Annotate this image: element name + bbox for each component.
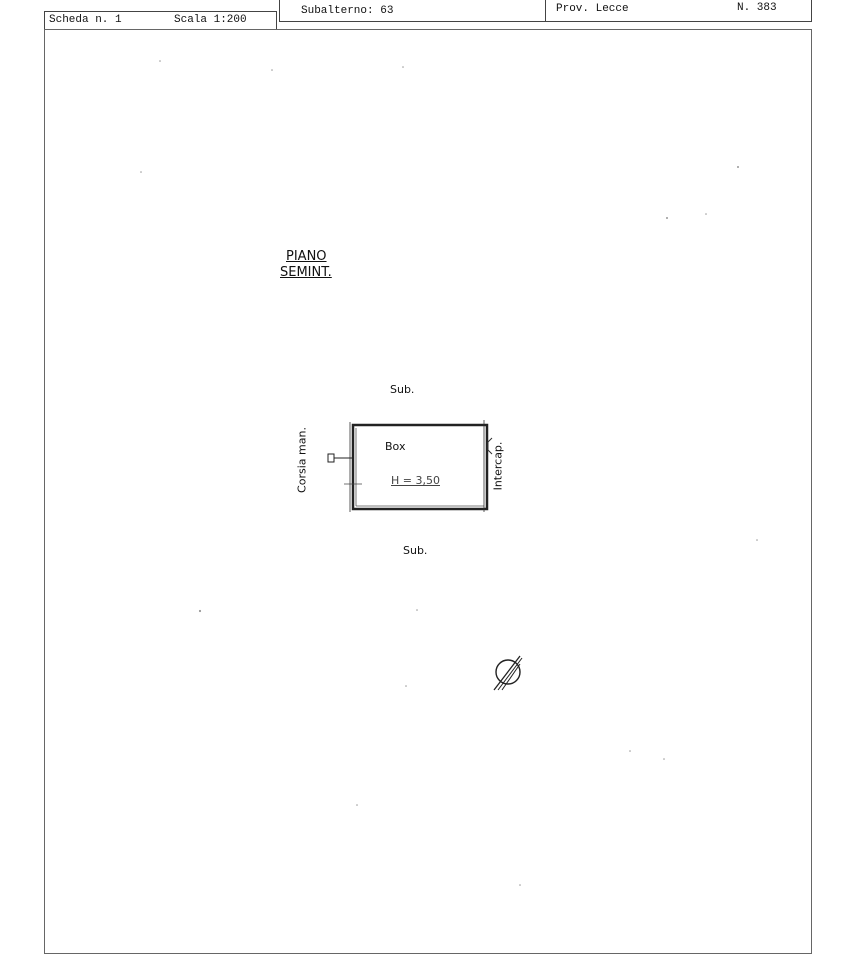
subalterno-label: Subalterno: 63	[301, 5, 394, 17]
header-left-box	[44, 11, 277, 30]
floor-title-line1: PIANO	[286, 249, 327, 264]
numero-label: N. 383	[737, 2, 777, 14]
north-arrow-icon	[493, 655, 523, 691]
provincia-label: Prov. Lecce	[556, 3, 629, 15]
room-wall	[351, 423, 489, 511]
height-label: H = 3,50	[391, 474, 440, 487]
header-divider	[545, 0, 546, 22]
scala-label: Scala 1:200	[174, 14, 247, 26]
sub-bottom-label: Sub.	[403, 544, 428, 557]
sheet-frame	[44, 29, 812, 954]
floor-title-line2: SEMINT.	[280, 265, 332, 280]
sub-top-label: Sub.	[390, 383, 415, 396]
scheda-label: Scheda n. 1	[49, 14, 122, 26]
room-label: Box	[385, 440, 406, 453]
box-floor-plan	[327, 420, 493, 512]
